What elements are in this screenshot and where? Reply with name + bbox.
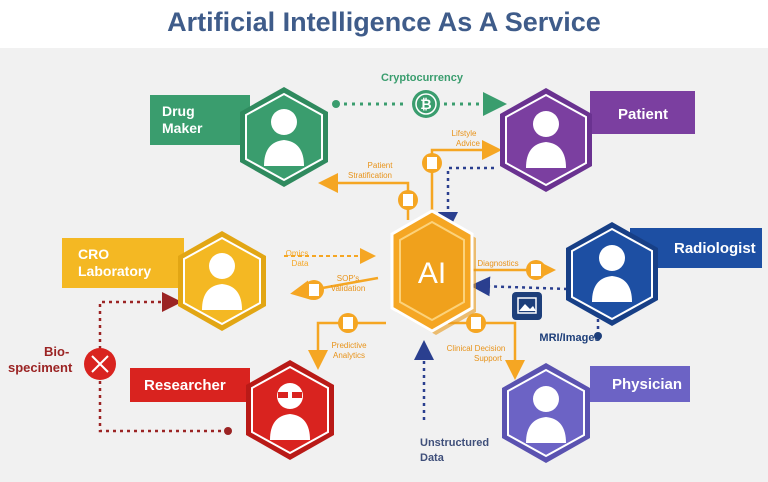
patient-stratification-label-2: Stratification: [348, 171, 392, 180]
bitcoin-icon: ₿: [412, 90, 440, 118]
physician-label: Physician: [612, 376, 682, 393]
biospeciment-label-1: Bio-: [44, 344, 69, 359]
mri-images-line: [470, 276, 600, 336]
document-icon: [398, 190, 418, 210]
radiologist-label: Radiologist: [674, 240, 756, 257]
mri-end-dot: [594, 332, 602, 340]
document-icon: [526, 260, 546, 280]
biospeciment-label-2: speciment: [8, 360, 73, 375]
omics-data-label-2: Data: [292, 259, 309, 268]
researcher-label: Researcher: [144, 377, 226, 394]
image-icon: [512, 292, 542, 320]
biospeciment-start-dot: [224, 427, 232, 435]
drug-maker-node: [150, 87, 328, 187]
cro-label-1: CRO: [78, 246, 109, 262]
document-icon: [466, 313, 486, 333]
lifestyle-advice-label-2: Advice: [456, 139, 481, 148]
cro-label-2: Laboratory: [78, 263, 151, 279]
document-icon: [422, 153, 442, 173]
svg-text:₿: ₿: [420, 96, 431, 112]
clinical-decision-support-label-1: Clinical Decision: [447, 344, 506, 353]
document-icon: [304, 280, 324, 300]
lifestyle-return-line: [438, 166, 494, 232]
diagnostics-label: Diagnostics: [477, 259, 518, 268]
unstructured-data-label-1: Unstructured: [420, 437, 489, 449]
cro-laboratory-node: [62, 231, 266, 331]
mri-images-label: MRI/Images: [539, 332, 600, 344]
crypto-start-dot: [332, 100, 340, 108]
predictive-analytics-label-2: Analytics: [333, 351, 365, 360]
cryptocurrency-label: Cryptocurrency: [381, 72, 464, 84]
patient-stratification-label-1: Patient: [368, 161, 394, 170]
biospeciment-flow-line: [98, 292, 228, 433]
patient-node: [500, 88, 695, 192]
unstructured-data-label-2: Data: [420, 452, 445, 464]
predictive-analytics-label-1: Predictive: [331, 341, 367, 350]
clinical-decision-support-label-2: Support: [474, 354, 503, 363]
physician-node: [502, 363, 690, 463]
ai-center-label: AI: [418, 257, 446, 290]
radiologist-node: [566, 222, 762, 326]
sops-validation-label-1: SOP's: [337, 274, 359, 283]
drug-maker-label-2: Maker: [162, 120, 203, 136]
page-title: Artificial Intelligence As A Service: [167, 7, 601, 37]
dna-icon: [84, 348, 116, 380]
drug-maker-label-1: Drug: [162, 103, 195, 119]
lifestyle-advice-label-1: Lifstyle: [452, 129, 477, 138]
ai-hexagon: [390, 209, 476, 335]
sops-validation-label-2: Validation: [331, 284, 366, 293]
omics-data-label-1: Omics: [286, 249, 309, 258]
document-icon: [338, 313, 358, 333]
patient-label: Patient: [618, 106, 668, 123]
researcher-node: [130, 360, 334, 460]
